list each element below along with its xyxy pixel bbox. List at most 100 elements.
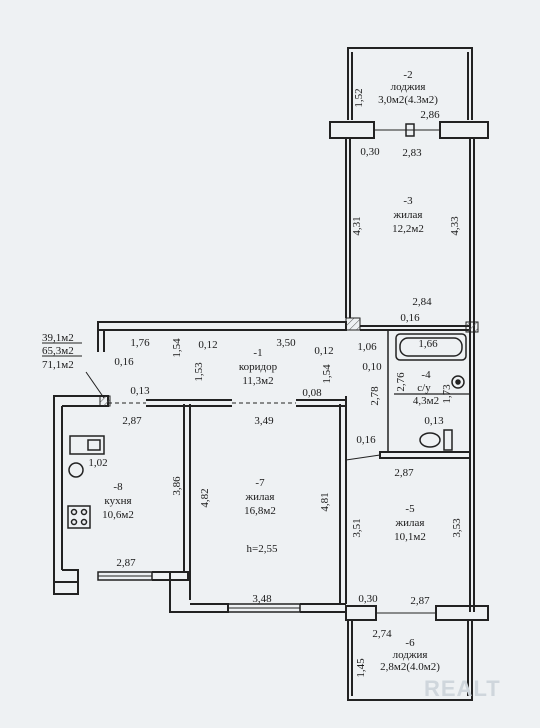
dim-2-74: 2,74 xyxy=(372,628,392,640)
dim-2-87c: 2,87 xyxy=(116,557,136,569)
dim-4-33: 4,33 xyxy=(449,216,461,236)
column-corridor-right xyxy=(465,321,479,333)
entrance-pointer xyxy=(85,371,105,399)
dim-0-16c: 0,16 xyxy=(356,434,376,446)
area-totals: 39,1м2 65,3м2 71,1м2 xyxy=(42,332,82,371)
loggia-bottom-area: 2,8м2(4.0м2) xyxy=(380,661,440,673)
dim-1-66: 1,66 xyxy=(418,338,438,350)
dim-0-13b: 0,13 xyxy=(424,415,444,427)
kitchen-sink-icon xyxy=(69,435,105,455)
room3-area: 12,2м2 xyxy=(392,223,424,235)
loggia-bottom-wall-right xyxy=(435,605,489,621)
loggia-top-area: 3,0м2(4.3м2) xyxy=(378,94,438,106)
dim-2-87b: 2,87 xyxy=(394,467,414,479)
loggia-wall-right xyxy=(439,121,489,139)
stove-icon xyxy=(67,505,91,529)
dim-2-87a: 2,87 xyxy=(122,415,142,427)
dim-0-16b: 0,16 xyxy=(114,356,134,368)
dim-1-52: 1,52 xyxy=(353,88,365,107)
dim-2-78: 2,78 xyxy=(369,386,381,406)
bathtub xyxy=(395,333,467,361)
dim-3-49: 3,49 xyxy=(254,415,274,427)
kitchen-name: кухня xyxy=(104,495,131,507)
dim-0-16a: 0,16 xyxy=(400,312,420,324)
dim-0-12b: 0,12 xyxy=(314,345,333,357)
loggia-top-outline xyxy=(347,47,473,120)
dim-2-87d: 2,87 xyxy=(410,595,430,607)
room5-num: -5 xyxy=(405,503,415,515)
toilet-tank xyxy=(443,429,453,451)
corridor-area: 11,3м2 xyxy=(242,375,273,387)
dim-1-54b: 1,54 xyxy=(321,364,333,384)
loggia-bottom-name: лоджия xyxy=(393,649,428,661)
dim-1-76: 1,76 xyxy=(130,337,150,349)
dim-2-76: 2,76 xyxy=(395,372,407,392)
dim-1-73: 1,73 xyxy=(441,384,453,404)
loggia-bottom-outline xyxy=(347,620,473,701)
room5-area: 10,1м2 xyxy=(394,531,426,543)
dim-1-06: 1,06 xyxy=(357,341,377,353)
bathroom-wall-bottom xyxy=(379,451,471,459)
bathroom-area: 4,3м2 xyxy=(413,395,439,407)
total-useful: 65,3м2 xyxy=(42,345,74,357)
room7-bottom-left xyxy=(169,572,229,613)
dim-2-86a: 2,86 xyxy=(420,109,440,121)
dim-3-50: 3,50 xyxy=(276,337,296,349)
room7-height: h=2,55 xyxy=(247,543,278,555)
dim-3-53: 3,53 xyxy=(451,518,463,538)
room3-name: жилая xyxy=(393,209,423,221)
loggia-bottom-wall-left xyxy=(345,605,377,621)
dim-0-13a: 0,13 xyxy=(130,385,150,397)
bathroom-name: с/у xyxy=(417,382,431,394)
column-kitchen-top xyxy=(99,395,111,407)
dim-4-31: 4,31 xyxy=(351,216,363,235)
kitchen-area: 10,6м2 xyxy=(102,509,134,521)
dim-3-86: 3,86 xyxy=(171,476,183,496)
kitchen-corner-outline xyxy=(53,582,79,595)
window-small xyxy=(405,123,415,137)
dim-3-48: 3,48 xyxy=(252,593,272,605)
room3-num: -3 xyxy=(403,195,413,207)
total-living: 39,1м2 xyxy=(42,332,74,344)
dim-0-08: 0,08 xyxy=(302,387,322,399)
kitchen-drain-icon xyxy=(68,462,84,478)
dim-0-30b: 0,30 xyxy=(358,593,378,605)
loggia-top-name: лоджия xyxy=(391,81,426,93)
loggia-bottom-num: -6 xyxy=(405,637,415,649)
fixtures xyxy=(67,333,467,529)
dim-0-10: 0,10 xyxy=(362,361,382,373)
dim-1-45: 1,45 xyxy=(355,658,367,678)
dimension-labels: 1,52 2,86 0,30 2,83 4,31 4,33 2,84 0,16 … xyxy=(88,88,463,677)
loggia-top-num: -2 xyxy=(403,69,412,81)
dim-4-82: 4,82 xyxy=(199,488,211,507)
dim-1-54a: 1,54 xyxy=(171,338,183,358)
dim-1-53: 1,53 xyxy=(193,362,205,382)
room5-name: жилая xyxy=(395,517,425,529)
total-area: 71,1м2 xyxy=(42,359,74,371)
dim-2-83: 2,83 xyxy=(402,147,422,159)
toilet-icon xyxy=(419,432,441,448)
dim-3-51: 3,51 xyxy=(351,518,363,537)
dim-1-02: 1,02 xyxy=(88,457,107,469)
kitchen-bottom-wall xyxy=(54,569,79,583)
corridor-num: -1 xyxy=(253,347,262,359)
bathtub-inner xyxy=(399,337,463,357)
column-room3-left xyxy=(345,317,361,331)
kitchen-num: -8 xyxy=(113,481,123,493)
corridor-top-wall xyxy=(97,321,347,331)
bathroom-num: -4 xyxy=(421,369,431,381)
watermark-logo: REALT xyxy=(424,676,501,701)
bathroom-sink-icon xyxy=(451,375,465,389)
dim-0-12a: 0,12 xyxy=(198,339,217,351)
room7-name: жилая xyxy=(245,491,275,503)
dim-4-81: 4,81 xyxy=(319,492,331,511)
dim-2-84: 2,84 xyxy=(412,296,432,308)
loggia-wall-left xyxy=(329,121,375,139)
corridor-name: коридор xyxy=(239,361,278,373)
room7-area: 16,8м2 xyxy=(244,505,276,517)
dim-0-30a: 0,30 xyxy=(360,146,380,158)
room-labels: -2 лоджия 3,0м2(4.3м2) -3 жилая 12,2м2 -… xyxy=(102,69,440,673)
door-swing-room5 xyxy=(345,454,381,461)
room7-num: -7 xyxy=(255,477,265,489)
